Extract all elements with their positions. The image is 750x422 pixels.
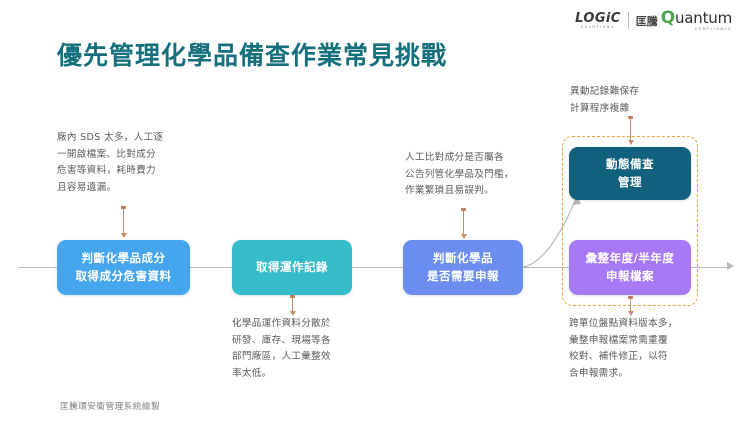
connector-cap-note5 <box>627 296 633 299</box>
connector-stem-note1 <box>123 208 125 235</box>
connector-stem-note5 <box>630 298 632 313</box>
connector-cap-note4 <box>627 116 633 119</box>
annotation-note-version-control: 跨單位盤點資料版本多， 彙整申報檔案常需重覆 校對、補件修正，以符 合申報需求。 <box>569 318 678 379</box>
connector-arrow-note4-icon <box>627 140 634 145</box>
quantum-chinese-mark: 匡騰 <box>635 14 658 28</box>
annotation-note-scattered-data: 化學品運作資料分散於 研發、庫存、現場等各 部門廠區，人工彙整效 率太低。 <box>232 318 331 379</box>
logic-wordmark: LOGiC <box>575 11 621 26</box>
process-box-compile-annual-report[interactable]: 彙整年度/半年度 申報檔案 <box>569 240 691 295</box>
connector-arrow-note3-icon <box>460 234 467 239</box>
connector-stem-note3 <box>463 210 465 236</box>
process-box-operation-records[interactable]: 取得運作記錄 <box>232 240 352 295</box>
connector-arrow-note5-icon <box>627 311 634 316</box>
process-box-declaration-decision[interactable]: 判斷化學品 是否需要申報 <box>403 240 523 295</box>
quantum-tagline: COMPLIANCE <box>694 27 732 31</box>
page-title: 優先管理化學品備查作業常見挑戰 <box>57 41 448 70</box>
logic-tagline: SOLUTIONS <box>581 25 615 29</box>
connector-arrow-note1-icon <box>120 233 127 238</box>
annotation-note-manual-matching: 人工比對成分是否屬各 公告列管化學品及門檻， 作業繁瑣且易誤判。 <box>405 152 514 196</box>
quantum-wordmark: Quantum <box>661 10 732 27</box>
brand-logo-lockup: LOGiC SOLUTIONS 匡騰 Quantum COMPLIANCE <box>575 10 732 31</box>
quantum-q-letter: Q <box>660 8 675 28</box>
annotation-note-change-records: 異動記錄難保存 計算程序複雜 <box>570 86 640 114</box>
connector-stem-note2 <box>292 297 294 313</box>
quantum-rest-letters: uantum <box>674 9 732 27</box>
quantum-compliance-logo: 匡騰 Quantum COMPLIANCE <box>636 10 732 31</box>
process-box-identify-composition[interactable]: 判斷化學品成分 取得成分危害資料 <box>57 240 190 295</box>
footer-credit: 匡騰環安衛管理系統繪製 <box>60 402 161 412</box>
quantum-wordmark-wrap: Quantum COMPLIANCE <box>661 10 732 31</box>
flow-baseline-arrow-icon <box>727 262 734 270</box>
connector-arrow-note2-icon <box>289 311 296 316</box>
annotation-note-sds-volume: 廠內 SDS 太多，人工逐 一開啟檔案、比對成分 危害等資料，耗時費力 且容易遺… <box>57 132 164 193</box>
flow-baseline <box>18 267 730 268</box>
connector-cap-note1 <box>120 206 126 209</box>
connector-stem-note4 <box>630 118 632 142</box>
connector-cap-note3 <box>460 208 466 211</box>
logo-divider <box>627 12 629 30</box>
connector-cap-note2 <box>289 295 295 298</box>
process-box-dynamic-filing-management[interactable]: 動態備查 管理 <box>569 147 691 200</box>
logic-solutions-logo: LOGiC SOLUTIONS <box>575 12 621 29</box>
